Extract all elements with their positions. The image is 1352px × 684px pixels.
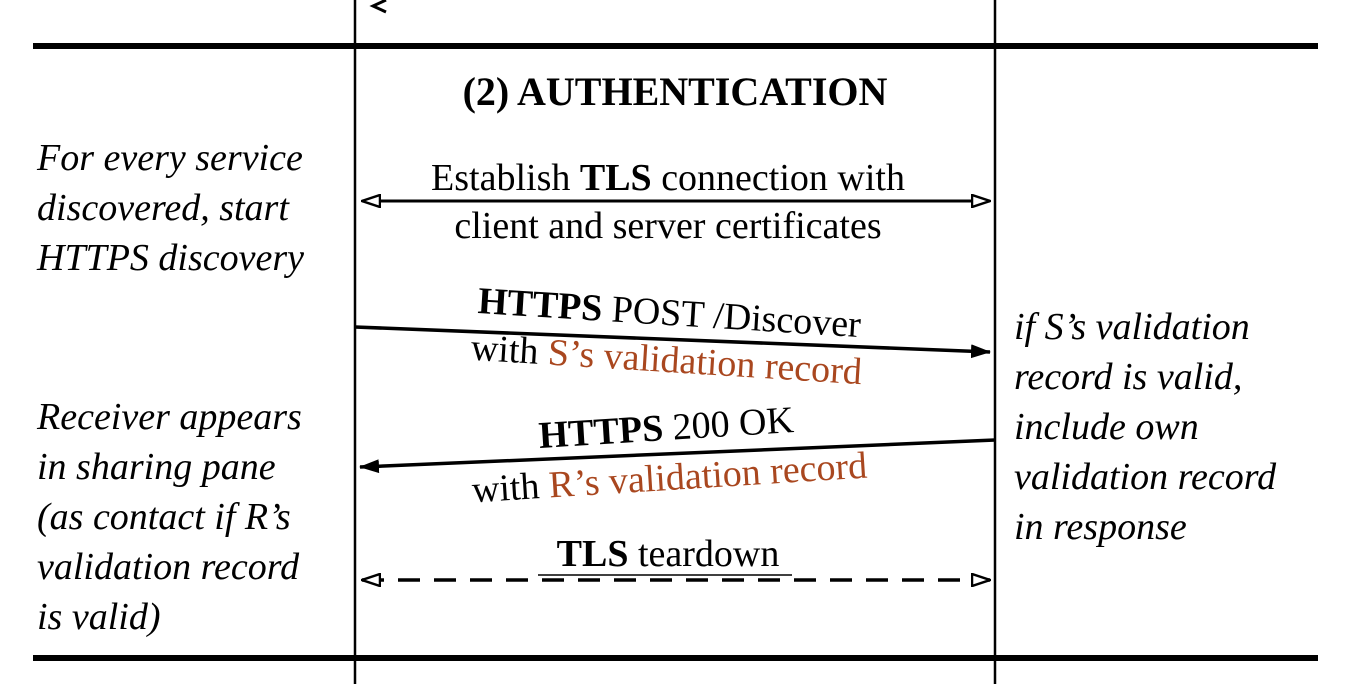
note-line: discovered, start [37,187,289,229]
receiver-note-validation: if S’s validation record is valid, inclu… [1014,302,1276,552]
ok-200-arrow [359,438,996,474]
tls-teardown-label: TLS teardown [557,533,780,575]
post-discover-arrow [354,325,991,359]
note-line: For every service [37,137,303,179]
note-line: record is valid, [1014,356,1243,398]
ok-200-label-line1: HTTPS 200 OK [537,399,795,457]
previous-arrowhead-fragment [369,0,387,14]
sender-note-sharing-pane: Receiver appears in sharing pane (as con… [37,392,302,642]
note-line: HTTPS discovery [37,237,305,279]
note-line: Receiver appears [37,396,302,438]
sender-note-discovery: For every service discovered, start HTTP… [37,133,304,283]
tls-establish-label-line2: client and server certificates [454,205,881,247]
note-line: in sharing pane [37,446,276,488]
note-line: is valid) [37,596,161,638]
note-line: in response [1014,506,1187,548]
section-title: (2) AUTHENTICATION [463,69,888,114]
note-line: if S’s validation [1014,306,1250,348]
note-line: include own [1014,406,1199,448]
note-line: validation record [1014,456,1277,498]
note-line: validation record [37,546,300,588]
tls-establish-label-line1: Establish TLS connection with [431,157,905,199]
post-discover-label: HTTPS POST /Discover with S’s validation… [470,280,863,393]
note-line: (as contact if R’s [37,496,291,538]
